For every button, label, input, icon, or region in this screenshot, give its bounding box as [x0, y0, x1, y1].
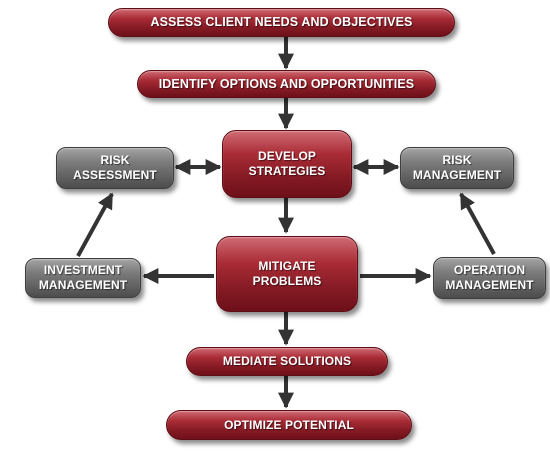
node-risk-assessment: RISK ASSESSMENT: [56, 147, 174, 189]
node-develop-label: DEVELOP STRATEGIES: [248, 149, 326, 178]
node-mitigate-label: MITIGATE PROBLEMS: [252, 259, 322, 288]
node-operation-management: OPERATION MANAGEMENT: [433, 257, 546, 299]
node-mediate-label: MEDIATE SOLUTIONS: [222, 354, 352, 368]
node-risk-assessment-label: RISK ASSESSMENT: [73, 153, 157, 182]
arrow-investment-to-risk-assessment: [76, 192, 114, 257]
node-optimize-potential: OPTIMIZE POTENTIAL: [166, 410, 412, 440]
node-investment-management-label: INVESTMENT MANAGEMENT: [38, 263, 128, 292]
node-identify-label: IDENTIFY OPTIONS AND OPPORTUNITIES: [158, 76, 415, 91]
node-operation-management-label: OPERATION MANAGEMENT: [445, 263, 534, 292]
node-mitigate-problems: MITIGATE PROBLEMS: [216, 236, 358, 312]
node-risk-management: RISK MANAGEMENT: [400, 147, 514, 189]
node-assess-label: ASSESS CLIENT NEEDS AND OBJECTIVES: [150, 15, 413, 29]
node-optimize-label: OPTIMIZE POTENTIAL: [224, 417, 354, 432]
node-develop-strategies: DEVELOP STRATEGIES: [222, 130, 352, 198]
node-risk-management-label: RISK MANAGEMENT: [412, 153, 502, 182]
node-investment-management: INVESTMENT MANAGEMENT: [25, 258, 141, 298]
node-identify-options: IDENTIFY OPTIONS AND OPPORTUNITIES: [137, 70, 436, 98]
node-assess-client-needs: ASSESS CLIENT NEEDS AND OBJECTIVES: [108, 8, 455, 37]
node-mediate-solutions: MEDIATE SOLUTIONS: [186, 347, 388, 376]
arrow-operation-to-risk-management: [459, 192, 496, 255]
